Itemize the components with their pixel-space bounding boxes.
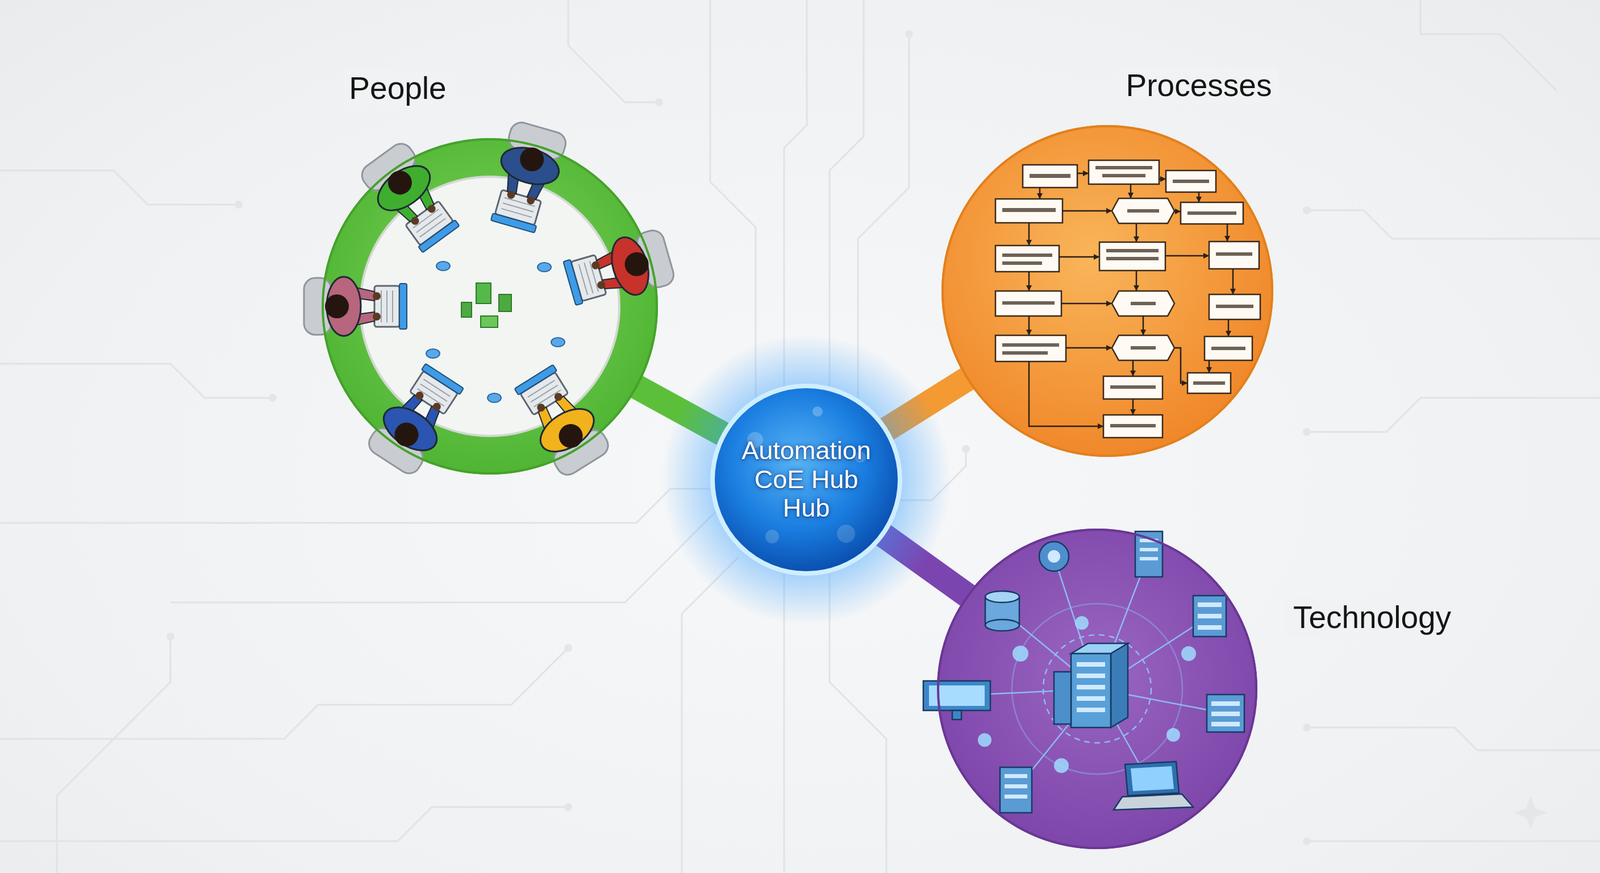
people-circle: People <box>321 138 658 475</box>
hub-text-wrap: Automation CoE Hub Hub <box>709 382 903 577</box>
hub-circle: Automation CoE Hub Hub <box>709 382 903 577</box>
circle-outline <box>941 125 1274 457</box>
technology-circle: Technology <box>936 528 1258 849</box>
hub-label: Automation CoE Hub Hub <box>735 436 877 523</box>
circle-outline <box>936 528 1258 849</box>
pillar-heading: People <box>342 69 453 108</box>
pillar-heading: Technology <box>1286 598 1458 637</box>
processes-circle: Processes <box>941 125 1274 457</box>
pillar-heading: Processes <box>1119 66 1279 105</box>
circle-outline <box>321 138 658 475</box>
